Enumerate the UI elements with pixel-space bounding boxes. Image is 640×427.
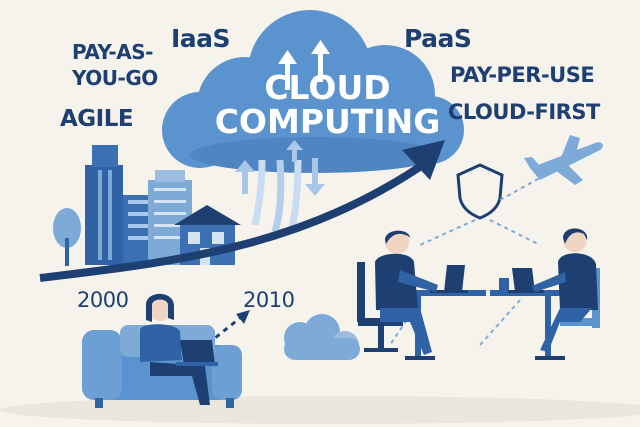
coffee-cup-icon [499, 278, 509, 290]
label-pay-per-use: PAY-PER-USE [450, 63, 595, 87]
timeline-dotted-arrow [199, 310, 250, 352]
man-at-desk-right-icon [490, 228, 600, 360]
label-year-2010: 2010 [243, 288, 295, 312]
woman-on-sofa-icon [82, 293, 242, 408]
label-pay-as-you-go-line2: YOU-GO [72, 66, 158, 90]
label-pay-as-you-go-line1: PAY-AS- [72, 40, 153, 64]
data-streams-icon [235, 140, 325, 233]
cloud-title-line1: CLOUD [264, 68, 391, 107]
tree-icon [53, 208, 81, 266]
small-cloud-icon [284, 314, 360, 360]
label-cloud-first: CLOUD-FIRST [448, 100, 600, 124]
label-iaas: IaaS [171, 24, 231, 53]
growth-arrow-icon [39, 140, 445, 282]
main-cloud-icon [162, 10, 464, 173]
label-paas: PaaS [404, 24, 472, 53]
man-at-desk-left-icon [357, 230, 486, 360]
airplane-icon [524, 135, 603, 185]
cloud-title-line2: COMPUTING [214, 102, 441, 141]
city-buildings-icon [85, 145, 192, 265]
upload-arrows-icon [278, 40, 330, 90]
label-year-2000: 2000 [77, 288, 129, 312]
label-agile: AGILE [60, 106, 134, 132]
shield-icon [456, 163, 504, 220]
ground-shadow [0, 396, 640, 424]
